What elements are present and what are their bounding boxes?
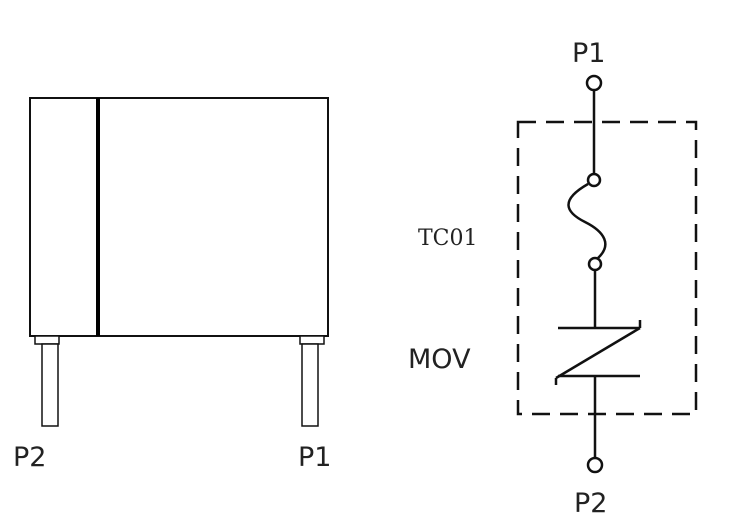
top-terminal (585, 74, 603, 92)
right-pin-label: P1 (298, 442, 331, 473)
top-terminal-label: P1 (572, 38, 605, 69)
enclosure-box (516, 120, 698, 416)
fuse-element (567, 182, 607, 259)
right-lead-top (299, 335, 325, 345)
varistor-label: MOV (408, 344, 471, 375)
right-lead (301, 343, 319, 427)
component-package: P2 P1 (13, 97, 331, 473)
bottom-terminal (586, 456, 604, 474)
schematic (516, 74, 698, 474)
fuse-label: TC01 (418, 226, 478, 251)
schematic-labels: P1 TC01 MOV P2 (408, 38, 607, 519)
bottom-terminal-label: P2 (574, 488, 607, 519)
left-lead-top (34, 335, 60, 345)
mov-symbol (554, 320, 642, 385)
component-body (29, 97, 329, 337)
left-lead (41, 343, 59, 427)
fuse-terminal-bottom (587, 256, 603, 272)
fuse-terminal-top (586, 172, 602, 188)
left-pin-label: P2 (13, 442, 46, 473)
